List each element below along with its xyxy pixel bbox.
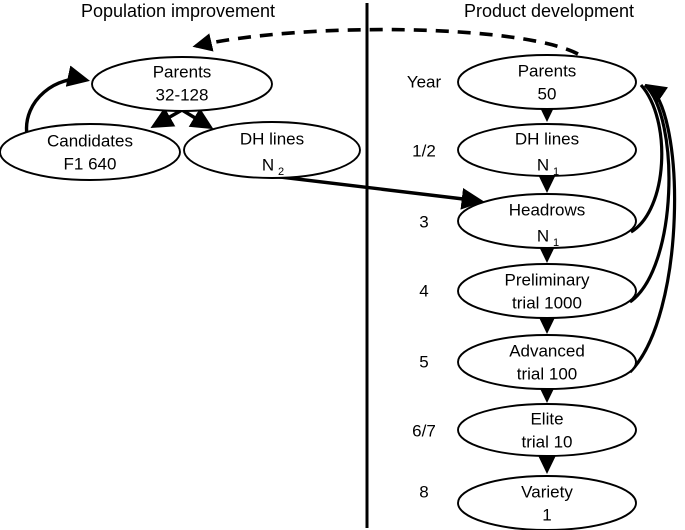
node-parents-right-line1: Parents [518, 61, 577, 80]
connector-preliminary-to-parents-right [629, 83, 671, 304]
node-preliminary[interactable]: Preliminary trial 1000 [457, 263, 637, 319]
node-parents-left-line1: Parents [153, 62, 212, 81]
node-parents-right[interactable]: Parents 50 [457, 54, 637, 110]
node-headrows-line1: Headrows [509, 200, 586, 219]
node-dh-lines-left-subscript: 2 [278, 166, 284, 178]
panel-title-left: Population improvement [81, 1, 275, 21]
node-dh-lines-left-line1: DH lines [240, 129, 304, 148]
connector-dh-lines-to-headrows [271, 174, 485, 210]
panel-title-right: Product development [464, 1, 634, 21]
node-variety-line2: 1 [542, 505, 551, 524]
node-dh-lines-right-line2: N [537, 155, 549, 174]
node-candidates-line2: F1 640 [64, 154, 117, 173]
year-label-elite: 6/7 [412, 421, 436, 440]
year-label-variety: 8 [419, 482, 428, 501]
node-dh-lines-left[interactable]: DH lines N 2 [183, 121, 361, 179]
year-label-dh-lines: 1/2 [412, 141, 436, 160]
year-label-preliminary: 4 [419, 281, 428, 300]
connector-parents-to-candidates [150, 107, 183, 129]
node-parents-left-line2: 32-128 [156, 85, 209, 104]
node-headrows[interactable]: Headrows N 1 [457, 193, 637, 249]
year-label-parents: Year [407, 72, 442, 91]
node-elite-line2: trial 10 [521, 432, 572, 451]
node-advanced-line2: trial 100 [517, 364, 577, 383]
node-elite[interactable]: Elite trial 10 [457, 403, 637, 457]
node-preliminary-line2: trial 1000 [512, 293, 582, 312]
node-headrows-line2: N [537, 226, 549, 245]
node-headrows-subscript: 1 [553, 237, 559, 249]
node-advanced[interactable]: Advanced trial 100 [457, 334, 637, 390]
node-elite-line1: Elite [530, 409, 563, 428]
node-advanced-line1: Advanced [509, 341, 585, 360]
node-dh-lines-right[interactable]: DH lines N 1 [457, 123, 637, 178]
node-preliminary-line1: Preliminary [504, 270, 590, 289]
node-dh-lines-right-line1: DH lines [515, 129, 579, 148]
node-variety[interactable]: Variety 1 [457, 475, 637, 530]
node-dh-lines-left-line2: N [262, 155, 274, 174]
node-variety-line1: Variety [521, 482, 573, 501]
node-parents-right-line2: 50 [538, 84, 557, 103]
year-label-headrows: 3 [419, 212, 428, 231]
node-candidates[interactable]: Candidates F1 640 [0, 123, 181, 181]
connector-advanced-to-parents-right [628, 83, 677, 374]
connector-parents-to-dh-lines-left [181, 108, 214, 130]
connector-candidates-to-parents [24, 65, 90, 136]
node-dh-lines-right-subscript: 1 [553, 166, 559, 178]
year-label-advanced: 5 [419, 352, 428, 371]
node-parents-left[interactable]: Parents 32-128 [91, 56, 273, 112]
node-candidates-line1: Candidates [47, 131, 133, 150]
connector-parents-right-to-parents-left [192, 27, 579, 56]
